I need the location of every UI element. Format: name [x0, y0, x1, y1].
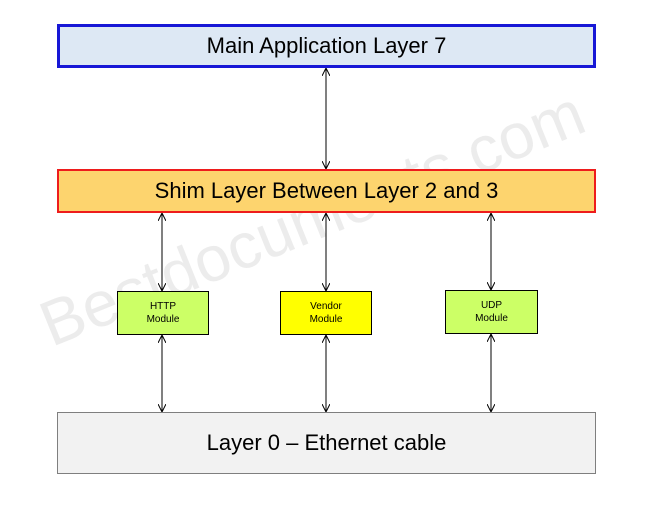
http-module-box: HTTP Module	[117, 291, 209, 335]
udp-module-box: UDP Module	[445, 290, 538, 334]
shim-layer-box: Shim Layer Between Layer 2 and 3	[57, 169, 596, 213]
ethernet-layer-box: Layer 0 – Ethernet cable	[57, 412, 596, 474]
main-application-layer-box: Main Application Layer 7	[57, 24, 596, 68]
vendor-module-box: Vendor Module	[280, 291, 372, 335]
